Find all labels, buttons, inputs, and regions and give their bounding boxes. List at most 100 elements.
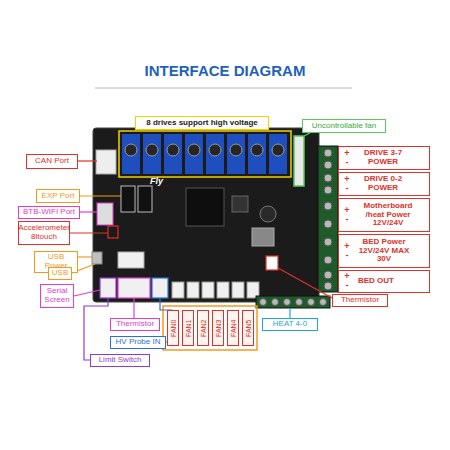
thermistor-connector [266, 256, 278, 270]
node-text-group: DRIVE 3-7 POWER [358, 149, 408, 167]
mcu-chip [186, 188, 224, 226]
driver-module [164, 134, 182, 174]
callout-text: Thermistor [341, 296, 379, 305]
fan-bracket [163, 306, 257, 350]
driver-module [227, 134, 245, 174]
screw [324, 186, 332, 194]
driver-module [269, 134, 287, 174]
accelerometer-marker [108, 226, 118, 238]
leader-line [78, 256, 92, 257]
node-text-group: Uncontrollable fan [312, 122, 376, 131]
driver-module [122, 134, 140, 174]
node-text-group: USB [52, 269, 68, 278]
callout-box: HEAT 4-0 [262, 318, 318, 331]
callout-box: Uncontrollable fan [302, 119, 386, 133]
callout-text: BTB-WIFI Port [23, 208, 75, 217]
leader-lines [70, 161, 332, 360]
fan-header [187, 282, 199, 298]
exp-header [138, 186, 152, 212]
node-text-group: DRIVE 0-2 POWER [358, 175, 408, 193]
polarity-signs: +- [342, 242, 352, 261]
polarity-sign: - [346, 281, 349, 290]
callout-text: Uncontrollable fan [312, 122, 376, 131]
screw [324, 161, 332, 169]
inductor [252, 228, 274, 246]
node-text-group: Thermistor [341, 296, 379, 305]
screw [324, 238, 332, 246]
node-text-group: BED Power 12V/24V MAX 30V [358, 238, 410, 264]
fan-header [202, 282, 214, 298]
node-text-group: Limit Switch [99, 356, 142, 365]
bottom-headers [100, 278, 259, 298]
probe-connector [152, 278, 168, 298]
polarity-sign: - [346, 184, 349, 193]
callout-box: Serial Screen [40, 284, 74, 308]
screw [324, 174, 332, 182]
polarity-signs: +- [342, 272, 352, 291]
fan-label: FAN2 [197, 310, 209, 346]
diagram-title: INTERFACE DIAGRAM [0, 62, 450, 79]
chip [232, 196, 248, 212]
driver-heatsink [272, 144, 284, 156]
leader-line [84, 298, 108, 360]
driver-module [206, 134, 224, 174]
header [118, 252, 144, 268]
fan-label: FAN4 [227, 310, 239, 346]
node-text-group: Accelerometer 8ltouch [18, 224, 70, 242]
node-text-group: Motherboard /heat Power 12V/24V [358, 202, 418, 228]
node-text-group: 8 drives support high voltage [146, 119, 258, 128]
callout-text: Limit Switch [99, 356, 142, 365]
buzzer [260, 206, 276, 222]
leader-line [304, 133, 310, 136]
screw [320, 299, 327, 306]
polarity-sign: + [344, 206, 349, 215]
screw [296, 299, 303, 306]
callout-box: CAN Port [26, 154, 78, 169]
callout-text: BED OUT [358, 277, 394, 286]
screw [308, 299, 315, 306]
screw [324, 256, 332, 264]
callout-text: 8 drives support high voltage [146, 119, 258, 128]
power-terminal-label: +-Motherboard /heat Power 12V/24V [338, 198, 430, 232]
driver-module [143, 134, 161, 174]
board-silkscreen: Fly [150, 176, 174, 188]
node-text-group: HV Probe IN [116, 338, 161, 347]
driver-heatsink [209, 144, 221, 156]
fan-label: FAN0 [167, 310, 179, 346]
leader-line [278, 268, 332, 298]
driver-module [248, 134, 266, 174]
heater-screws [260, 299, 327, 306]
node-text-group: Serial Screen [44, 287, 70, 305]
power-terminal-label: +-DRIVE 0-2 POWER [338, 172, 430, 196]
callout-text: Serial Screen [44, 287, 70, 305]
node-text-group: EXP Port [42, 192, 75, 201]
btb-connector [97, 203, 113, 225]
leader-line [70, 232, 108, 233]
power-terminal-label: +-DRIVE 3-7 POWER [338, 146, 430, 170]
circuit-board [93, 128, 319, 302]
screw [324, 149, 332, 157]
leader-line [80, 195, 121, 196]
screw [260, 299, 267, 306]
callout-text: DRIVE 3-7 POWER [358, 149, 408, 167]
polarity-sign: + [344, 242, 349, 251]
screw [324, 220, 332, 228]
driver-heatsink [125, 144, 137, 156]
exp-header [121, 186, 135, 212]
callout-text: DRIVE 0-2 POWER [358, 175, 408, 193]
fan-label: FAN3 [212, 310, 224, 346]
node-text-group: HEAT 4-0 [273, 320, 307, 329]
node-text-group: BTB-WIFI Port [23, 208, 75, 217]
leader-line [80, 211, 97, 212]
driver-heatsink [167, 144, 179, 156]
polarity-sign: + [344, 272, 349, 281]
screw [284, 299, 291, 306]
callout-box: Accelerometer 8ltouch [18, 221, 70, 245]
fan-connector [294, 136, 304, 186]
drivers-bracket [119, 131, 291, 177]
callout-box: BTB-WIFI Port [18, 206, 80, 219]
thermistor-connector [118, 278, 150, 298]
limit-switch-connector [100, 278, 116, 298]
polarity-sign: - [346, 215, 349, 224]
